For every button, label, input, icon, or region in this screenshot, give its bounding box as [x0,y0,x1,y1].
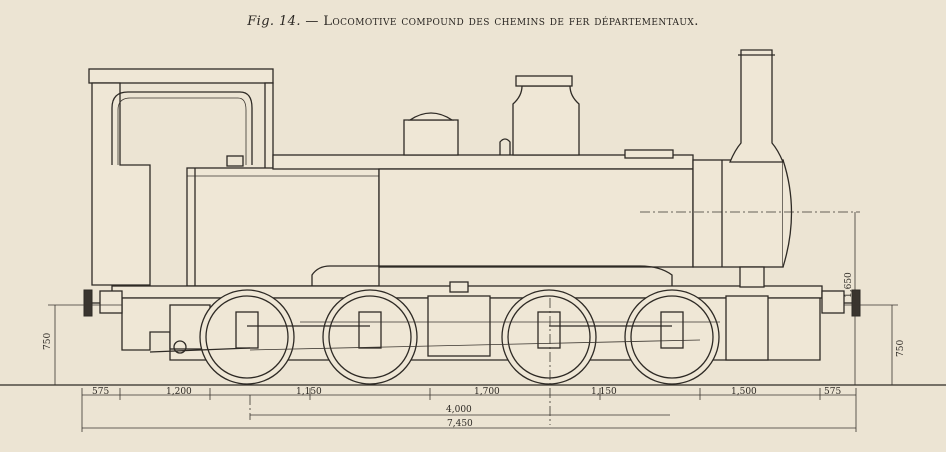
vertical-dimensions [48,212,898,385]
dim-5: 1,500 [731,387,757,397]
front-buffer-beam [821,290,845,314]
smokebox-door [782,159,793,268]
caption-separator: — [300,14,324,29]
cylinder-rear [427,295,491,357]
smokebox [692,159,784,268]
safety-valve [624,149,674,159]
whistle [499,138,511,155]
dim-4: 1,150 [591,387,617,397]
boiler [378,168,694,268]
dim-overall: 7,450 [447,419,473,429]
splasher-top [311,265,673,286]
dim-boiler-height: 1,650 [844,272,854,298]
figure-caption: Fig. 14. — Locomotive compound des chemi… [0,14,946,29]
dim-rear-overhang: 575 [92,387,109,397]
cab-rear-wall [91,82,151,286]
dim-2: 1,150 [296,387,322,397]
figure-title: Locomotive compound des chemins de fer d… [323,14,699,29]
cylinder-front [725,295,769,361]
rear-buffer-beam [99,290,123,314]
dim-front-overhang: 575 [824,387,841,397]
side-tank [186,167,380,287]
figure-label: Fig. 14. [247,14,301,29]
steam-dome [512,85,580,156]
dim-wheelbase: 4,000 [446,405,472,415]
dim-right-height: 750 [896,340,906,357]
bottom-dimensions [81,388,857,432]
cab-roof [88,68,274,84]
cab-window [111,91,253,165]
chimney [729,49,784,163]
dim-left-height: 750 [43,333,53,350]
rear-buffer [83,289,93,317]
dim-3: 1,700 [474,387,500,397]
dim-1: 1,200 [166,387,192,397]
sand-dome [403,119,459,156]
